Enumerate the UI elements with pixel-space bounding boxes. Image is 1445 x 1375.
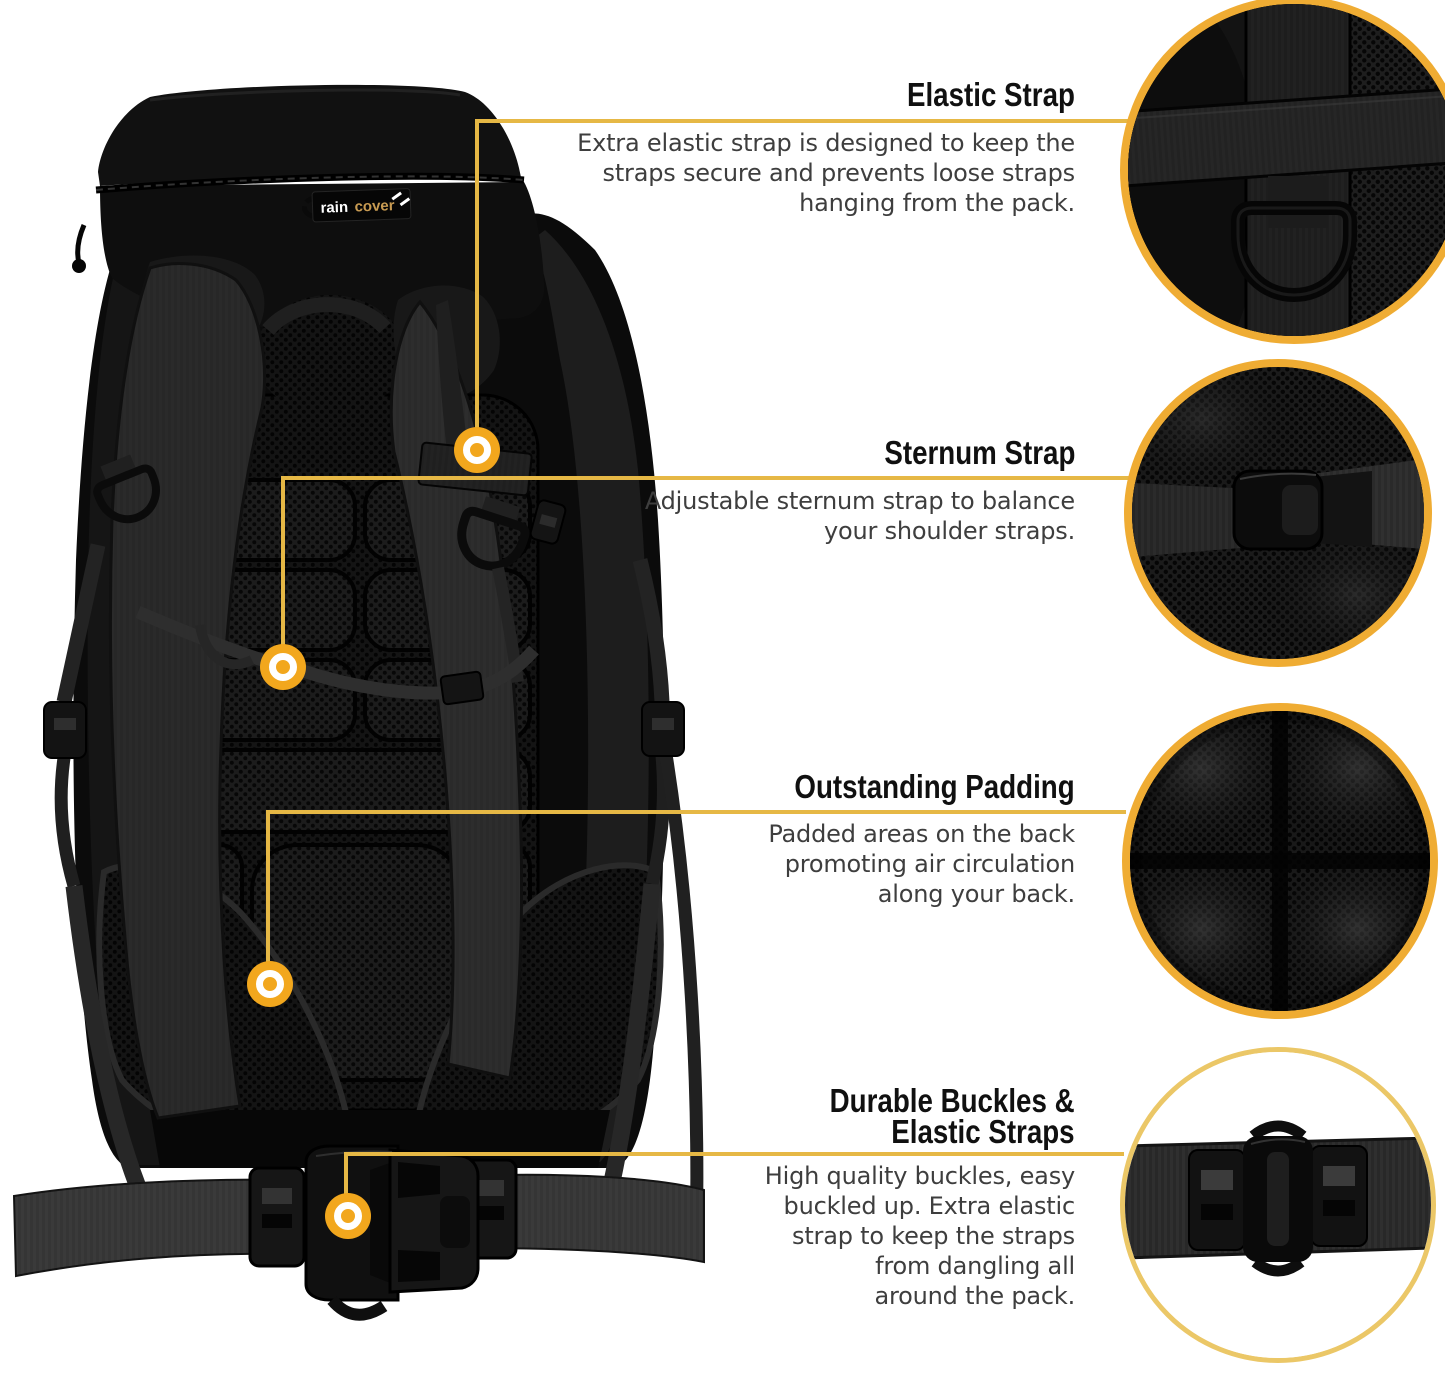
feature-marker-core [269, 653, 297, 681]
feature-marker-core [334, 1202, 362, 1230]
feature-marker-core [463, 436, 491, 464]
leader-line-elastic-strap [475, 119, 1132, 123]
callout-title-sternum-strap: Sternum Strap [884, 434, 1075, 471]
sternum-buckle-closeup [1232, 469, 1372, 551]
haul-loop [262, 297, 391, 336]
backpack-photo: rain cover [12, 84, 705, 1321]
leader-line-sternum-strap [281, 476, 1129, 480]
feature-marker-outstanding-padding [247, 961, 293, 1007]
leader-line-outstanding-padding [266, 810, 1126, 814]
callout-title-durable-buckles: Durable Buckles & Elastic Straps [830, 1082, 1075, 1150]
side-clip [529, 499, 567, 545]
leader-line-durable-buckles-vertical [344, 1152, 348, 1218]
feature-marker-elastic-strap [454, 427, 500, 473]
feature-marker-durable-buckles [325, 1193, 371, 1239]
detail-circle-sternum-buckle [1124, 359, 1432, 667]
callout-description-elastic-strap: Extra elastic strap is designed to keep … [577, 129, 1075, 217]
callout-description-durable-buckles: High quality buckles, easy buckled up. E… [764, 1162, 1075, 1310]
feature-marker-sternum-strap [260, 644, 306, 690]
callout-title-elastic-strap: Elastic Strap [907, 76, 1075, 113]
feature-marker-core [256, 970, 284, 998]
d-ring-left [93, 454, 160, 524]
d-ring-right [457, 496, 530, 571]
callout-description-sternum-strap: Adjustable sternum strap to balance your… [644, 487, 1075, 545]
callout-title-outstanding-padding: Outstanding Padding [794, 768, 1075, 805]
waist-buckle [304, 1144, 480, 1321]
callout-description-outstanding-padding: Padded areas on the back promoting air c… [768, 820, 1075, 908]
leader-line-elastic-strap-vertical [475, 119, 479, 452]
leader-line-sternum-strap-vertical [281, 476, 285, 669]
detail-circle-waist-buckle [1120, 1047, 1436, 1363]
rain-tag-text: rain [320, 199, 348, 217]
leader-line-outstanding-padding-vertical [266, 810, 270, 986]
detail-circle-back-padding [1122, 703, 1438, 1019]
cover-tag-text: cover [354, 197, 395, 215]
waist-belt [12, 1144, 705, 1321]
zipper-pull-cord [72, 224, 87, 273]
waist-buckle-closeup [1188, 1120, 1368, 1277]
elastic-band-closeup [1128, 85, 1445, 189]
rain-cover-tag: rain cover [301, 188, 412, 223]
leader-line-durable-buckles [344, 1152, 1124, 1156]
detail-circle-elastic-strap [1120, 0, 1445, 344]
